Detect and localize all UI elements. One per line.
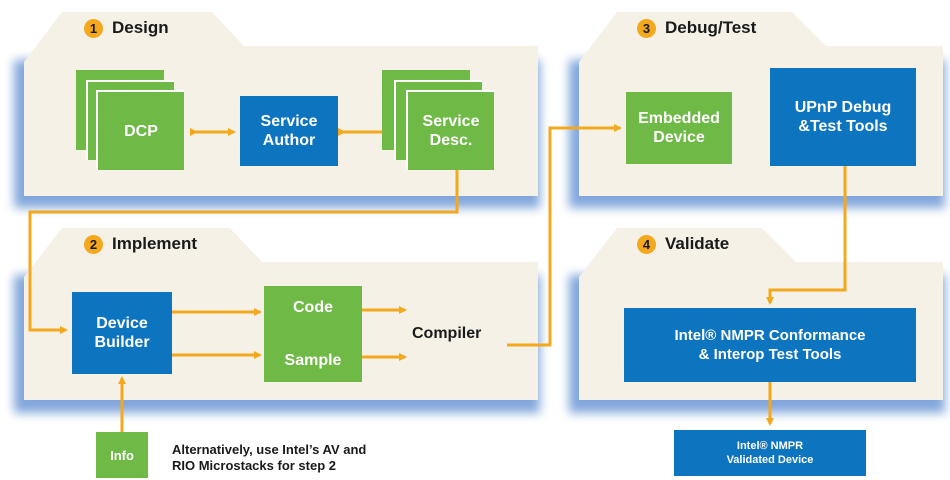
upnp-tools-box: UPnP Debug &Test Tools — [770, 68, 916, 166]
design-title-text: Design — [112, 18, 169, 37]
design-title: 1 Design — [84, 18, 169, 38]
service-desc-line2: Desc. — [429, 132, 473, 149]
conformance-tools-box: Intel® NMPR Conformance & Interop Test T… — [624, 308, 916, 382]
validated-line2: Validated Device — [726, 454, 814, 466]
conformance-line1: Intel® NMPR Conformance — [674, 327, 866, 344]
validated-device-box: Intel® NMPR Validated Device — [674, 430, 866, 476]
info-label: Info — [110, 447, 134, 463]
service-desc-line1: Service — [422, 113, 480, 130]
validate-title: 4 Validate — [637, 234, 729, 254]
upnp-line1: UPnP Debug — [794, 99, 892, 116]
service-desc-box: Service Desc. — [406, 90, 494, 170]
dcp-label: DCP — [124, 122, 158, 140]
embedded-line1: Embedded — [638, 110, 720, 127]
validated-line1: Intel® NMPR — [736, 440, 804, 452]
flow-arrows — [28, 124, 847, 434]
validate-title-text: Validate — [665, 234, 730, 253]
debug-title-text: Debug/Test — [665, 18, 757, 37]
code-label: Code — [293, 299, 333, 316]
service-author-box: Service Author — [240, 96, 338, 166]
upnp-line2: &Test Tools — [798, 118, 888, 135]
step-number-badge: 1 — [84, 18, 103, 38]
step-number-badge: 4 — [637, 234, 656, 254]
code-sample-box: Code Sample — [264, 286, 362, 382]
info-box: Info — [96, 432, 148, 478]
step-number-badge: 2 — [84, 234, 103, 254]
debug-title: 3 Debug/Test — [637, 18, 756, 38]
compiler-label: Compiler — [412, 325, 482, 342]
embedded-line2: Device — [653, 129, 705, 146]
implement-title: 2 Implement — [84, 234, 197, 254]
device-builder-box: Device Builder — [72, 292, 172, 374]
sample-label: Sample — [284, 352, 342, 369]
note-line2: RIO Microstacks for step 2 — [172, 458, 336, 473]
implement-title-text: Implement — [112, 234, 198, 253]
dcp-box: DCP — [96, 90, 184, 170]
device-builder-line2: Builder — [94, 334, 150, 351]
device-builder-line1: Device — [96, 315, 148, 332]
service-author-line2: Author — [262, 132, 316, 149]
note-line1: Alternatively, use Intel’s AV and — [172, 442, 367, 457]
embedded-device-box: Embedded Device — [626, 92, 732, 164]
service-author-line1: Service — [260, 113, 318, 130]
microstacks-note: Alternatively, use Intel’s AV and RIO Mi… — [172, 442, 366, 474]
step-number-badge: 3 — [637, 18, 656, 38]
conformance-line2: & Interop Test Tools — [698, 346, 842, 363]
